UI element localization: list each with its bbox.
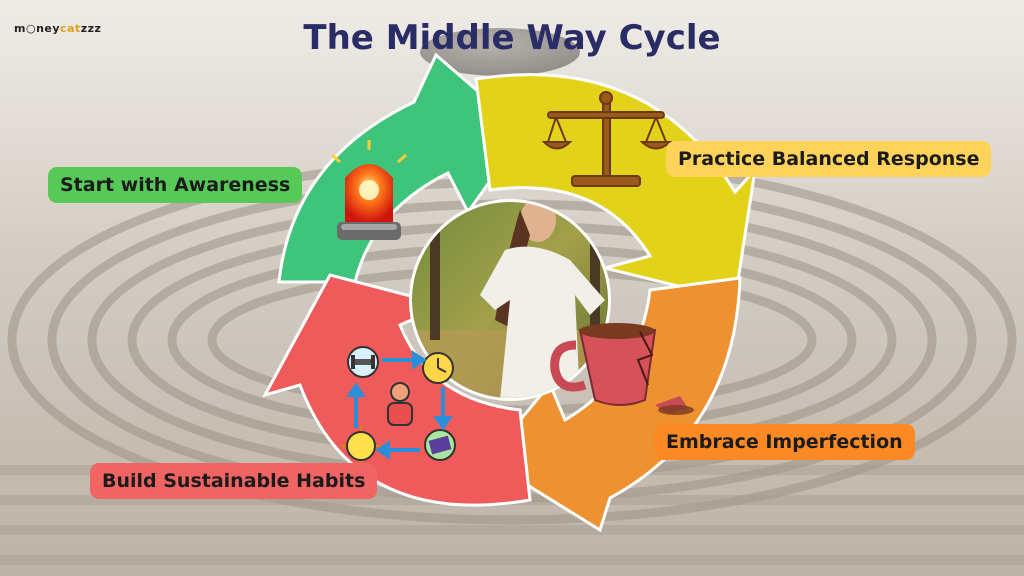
page-title: The Middle Way Cycle bbox=[303, 18, 721, 58]
balance-scale-icon bbox=[541, 91, 673, 187]
segment-balance-arrow bbox=[474, 73, 758, 302]
brand-logo: m○neycatzzz bbox=[14, 22, 102, 35]
stage-label-balanced-response: Practice Balanced Response bbox=[666, 141, 992, 177]
siren-alarm-icon bbox=[331, 140, 407, 240]
logo-dot-icon: ○ bbox=[25, 22, 37, 35]
stage-label-awareness: Start with Awareness bbox=[48, 167, 303, 203]
habit-cycle-icon bbox=[341, 346, 456, 466]
stage-label-imperfection: Embrace Imperfection bbox=[654, 424, 915, 460]
stage-label-habits: Build Sustainable Habits bbox=[90, 463, 378, 499]
broken-cup-icon bbox=[550, 323, 694, 415]
